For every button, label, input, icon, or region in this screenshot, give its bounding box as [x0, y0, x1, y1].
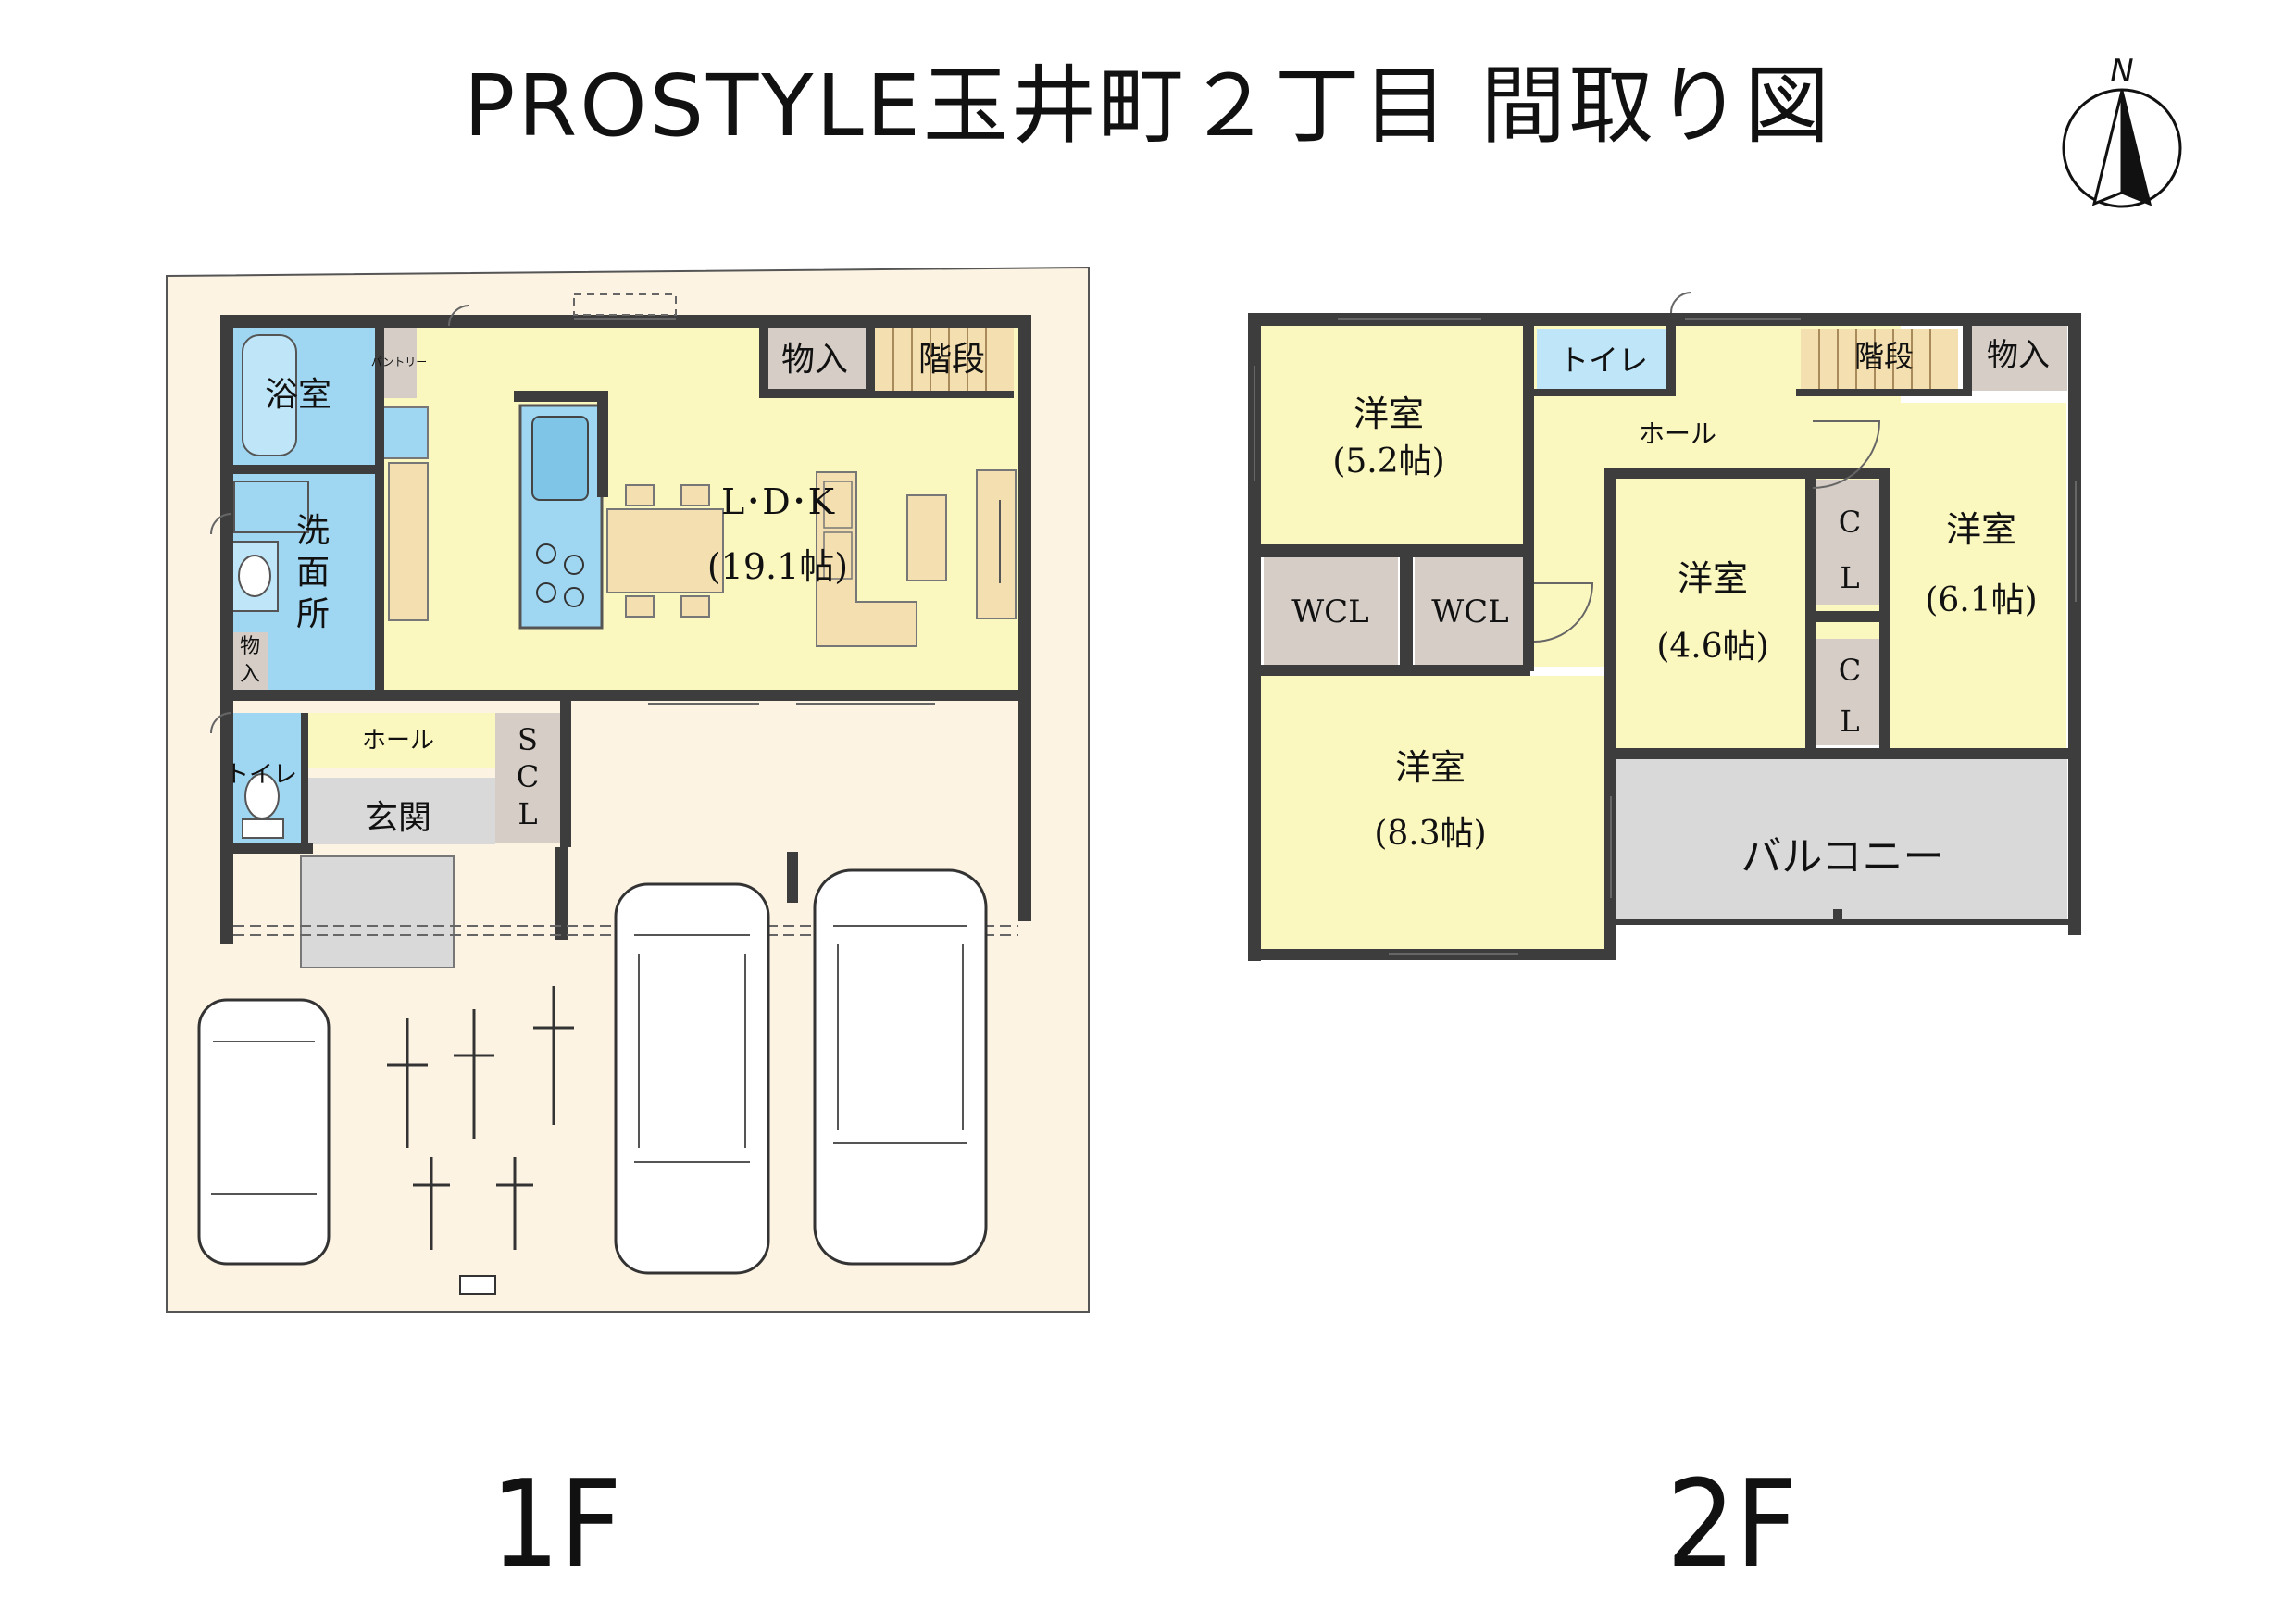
label-room-d: 洋室 — [1395, 747, 1466, 788]
label-scl-1: S — [518, 722, 538, 757]
label-ldk: L･D･K — [721, 481, 835, 522]
porch — [300, 855, 455, 968]
entrance — [306, 778, 495, 844]
label-storage-2f: 物入 — [1987, 337, 2050, 374]
coffee-table — [906, 494, 947, 581]
label-entrance: 玄関 — [365, 799, 431, 837]
cl-closet-1 — [1816, 480, 1883, 605]
label-stairs-2f: 階段 — [1854, 339, 1914, 374]
floor-2f-plan: 洋室 (5.2帖) トイレ ホール 階段 物入 WCL WCL 洋室 (4.6帖… — [1248, 292, 2081, 961]
label-storage-small-2: 入 — [240, 663, 260, 686]
label-toilet-2f: トイレ — [1559, 343, 1648, 378]
room-5-2 — [1259, 324, 1526, 544]
walls-1f — [220, 315, 1031, 944]
label-room-a: 洋室 — [1354, 393, 1424, 434]
label-cl2-l: L — [1840, 704, 1859, 739]
label-toilet-1f: トイレ — [225, 761, 297, 789]
label-room-c-size: (6.1帖) — [1925, 581, 2037, 619]
fridge — [381, 406, 429, 459]
label-cl1-c: C — [1839, 505, 1861, 540]
storage-1f — [764, 326, 866, 393]
label-wcl-1: WCL — [1292, 593, 1369, 630]
label-room-b-size: (4.6帖) — [1656, 628, 1768, 666]
label-washroom-2: 面 — [296, 554, 330, 592]
label-room-c: 洋室 — [1946, 509, 2016, 550]
hall-1f — [306, 713, 495, 768]
label-bath: 浴室 — [265, 376, 331, 414]
page-title: PROSTYLE玉井町２丁目 間取り図 — [463, 56, 1833, 156]
room-6-1 — [1889, 403, 2066, 750]
label-cl2-c: C — [1839, 653, 1861, 688]
label-washroom-1: 洗 — [296, 512, 330, 550]
floor-label-2f: 2F — [1666, 1454, 1798, 1594]
north-arrow-icon: N — [2062, 53, 2182, 208]
tv-board — [976, 469, 1017, 619]
label-storage-small-1: 物 — [240, 635, 260, 658]
floor-label-1f: 1F — [491, 1454, 622, 1594]
label-pantry: パントリー — [371, 356, 428, 368]
label-scl-2: C — [517, 759, 539, 794]
label-ldk-size: (19.1帖) — [707, 546, 848, 587]
label-wcl-2: WCL — [1431, 593, 1509, 630]
floor-1f-plan: 浴室 パントリー 洗 面 所 物 入 トイレ ホール 玄関 S C L 物入 階… — [166, 266, 1090, 1313]
stairs-2f — [1801, 329, 1958, 392]
label-balcony: バルコニー — [1741, 833, 1943, 880]
storage-small — [231, 632, 268, 690]
pantry — [381, 326, 417, 398]
balcony — [1616, 759, 2067, 924]
label-hall-1f: ホール — [362, 727, 434, 755]
room-4-6 — [1616, 480, 1805, 750]
label-scl-3: L — [518, 796, 537, 831]
walls-2f — [1248, 313, 2081, 961]
label-room-d-size: (8.3帖) — [1374, 815, 1486, 853]
label-storage-1f: 物入 — [781, 341, 848, 379]
room-8-3 — [1259, 676, 1606, 954]
label-cl1-l: L — [1840, 560, 1859, 595]
kitchen-counter — [388, 462, 429, 621]
scl-closet — [495, 713, 560, 843]
wcl-1 — [1264, 556, 1398, 667]
bicycle-icons — [387, 986, 574, 1250]
label-washroom-3: 所 — [296, 595, 330, 633]
dining-table — [606, 508, 724, 593]
wcl-2 — [1415, 556, 1526, 667]
storage-2f — [1967, 324, 2067, 391]
label-room-a-size: (5.2帖) — [1332, 443, 1444, 481]
stairs-1f — [875, 326, 1014, 393]
compass-letter: N — [2110, 53, 2133, 90]
toilet-2f — [1537, 329, 1671, 389]
label-hall-2f: ホール — [1639, 418, 1716, 449]
cl-closet-2 — [1816, 639, 1883, 745]
car-icons — [197, 868, 988, 1275]
label-room-b: 洋室 — [1678, 558, 1748, 599]
label-stairs-1f: 階段 — [918, 341, 985, 379]
